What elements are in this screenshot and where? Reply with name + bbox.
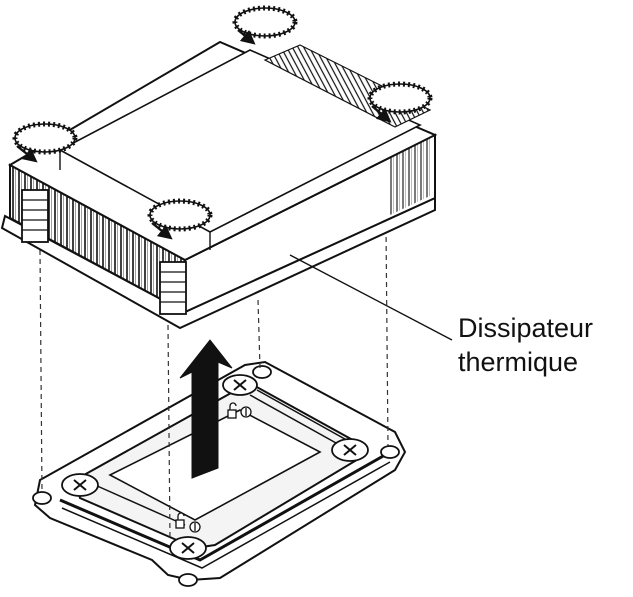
socket-screw-posts xyxy=(32,365,400,587)
callout-label-line-1: Dissipateur xyxy=(458,313,594,343)
lock-icon xyxy=(240,406,252,418)
unlock-icon xyxy=(175,512,185,529)
alignment-guides xyxy=(39,227,389,541)
callout-leader-line xyxy=(289,254,453,341)
rotate-screw-icon xyxy=(147,198,213,240)
screw-post-left xyxy=(61,473,99,497)
heat-sink-callout-label: Dissipateur thermique xyxy=(458,311,593,379)
screw-post-front xyxy=(169,536,207,560)
rotate-screw-icon xyxy=(232,5,298,45)
lock-icon xyxy=(189,521,201,533)
screw-post-right xyxy=(331,438,369,462)
processor-socket xyxy=(33,360,407,582)
lift-arrow-icon xyxy=(179,339,233,479)
screw-post-back xyxy=(222,374,258,396)
callout-label-line-2: thermique xyxy=(458,347,579,377)
rotate-screw-icon xyxy=(12,121,78,163)
unlock-icon xyxy=(227,402,237,419)
rotate-screw-icon xyxy=(367,81,433,123)
heat-sink xyxy=(0,40,438,330)
